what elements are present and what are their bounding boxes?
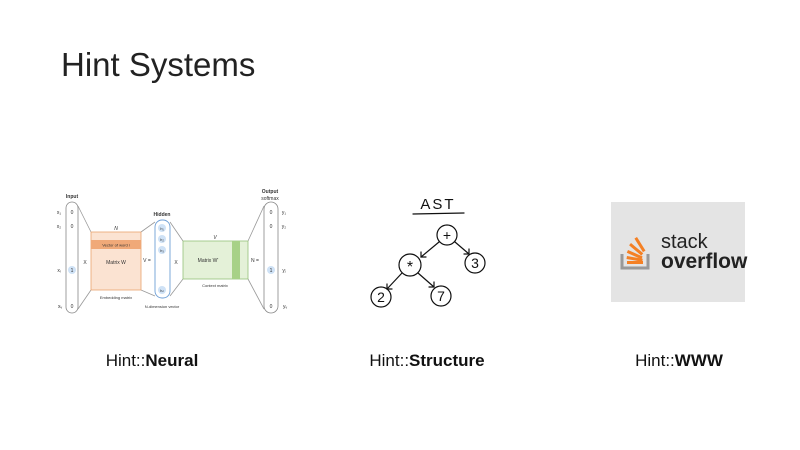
hn-label: hₙ	[160, 288, 164, 293]
ast-node-two: 2	[377, 289, 385, 305]
context-matrix-label: Context matrix	[202, 283, 228, 288]
matrix-w-label: Matrix W	[106, 260, 126, 266]
stackoverflow-logo: stack overflow	[611, 202, 748, 302]
output-value: 0	[270, 304, 273, 310]
slide-title: Hint Systems	[61, 46, 256, 83]
y2-label: y₂	[282, 224, 287, 230]
logo-text-overflow: overflow	[661, 250, 748, 273]
caption-bold: Structure	[409, 351, 485, 370]
v-label: V	[213, 235, 217, 241]
ast-node-times: *	[407, 259, 413, 276]
input-value: 0	[71, 304, 74, 310]
v-equals: V =	[143, 258, 151, 264]
stackoverflow-icon	[620, 237, 650, 270]
h1-label: h₁	[160, 226, 164, 231]
ast-title: AST	[420, 196, 455, 213]
output-value: 0	[270, 210, 273, 216]
caption-neural: Hint::Neural	[106, 351, 199, 371]
caption-bold: Neural	[145, 351, 199, 370]
x2-label: x₂	[57, 224, 62, 230]
times-sign: X	[83, 260, 87, 266]
h2-label: h₂	[160, 237, 164, 242]
input-label: Input	[66, 194, 79, 200]
ast-node-plus: +	[443, 227, 451, 243]
input-value: 0	[71, 224, 74, 230]
logo-text-stack: stack	[661, 231, 708, 253]
ast-node-seven: 7	[437, 288, 445, 304]
y1-label: y₁	[282, 210, 287, 216]
matrix-w2-label: Matrix W'	[198, 258, 219, 264]
output-value: 1	[270, 268, 273, 274]
ast-node-three: 3	[471, 255, 479, 271]
xv-label: xᵥ	[58, 304, 63, 310]
h3-label: h₃	[160, 248, 164, 253]
vector-of-word-label: Vector of word i	[102, 243, 130, 248]
output-value: 0	[270, 224, 273, 230]
n-label: N	[114, 226, 118, 232]
caption-prefix: Hint::	[369, 351, 410, 370]
output-label: Output	[262, 189, 279, 195]
caption-prefix: Hint::	[635, 351, 675, 370]
input-value: 1	[71, 268, 74, 274]
caption-bold: WWW	[674, 351, 723, 370]
xi-label: xᵢ	[57, 268, 61, 274]
n-equals: N =	[251, 258, 259, 264]
caption-prefix: Hint::	[105, 351, 146, 370]
ndim-vector-label: N-dimension vector	[145, 304, 180, 309]
softmax-label: softmax	[261, 196, 279, 202]
ast-diagram: AST + 3 * 2 7	[370, 196, 486, 308]
caption-structure: Hint::Structure	[369, 351, 484, 371]
embedding-matrix-label: Embedding matrix	[100, 295, 132, 300]
word2vec-diagram: Input Hidden Output softmax x₁ x₂ xᵢ xᵥ …	[57, 189, 288, 314]
caption-www: Hint::WWW	[635, 351, 723, 371]
x1-label: x₁	[57, 210, 62, 216]
times-sign: X	[174, 260, 178, 266]
yj-label: yⱼ	[282, 268, 286, 274]
input-value: 0	[71, 210, 74, 216]
hidden-label: Hidden	[154, 212, 171, 218]
yv-label: yᵥ	[283, 304, 288, 310]
